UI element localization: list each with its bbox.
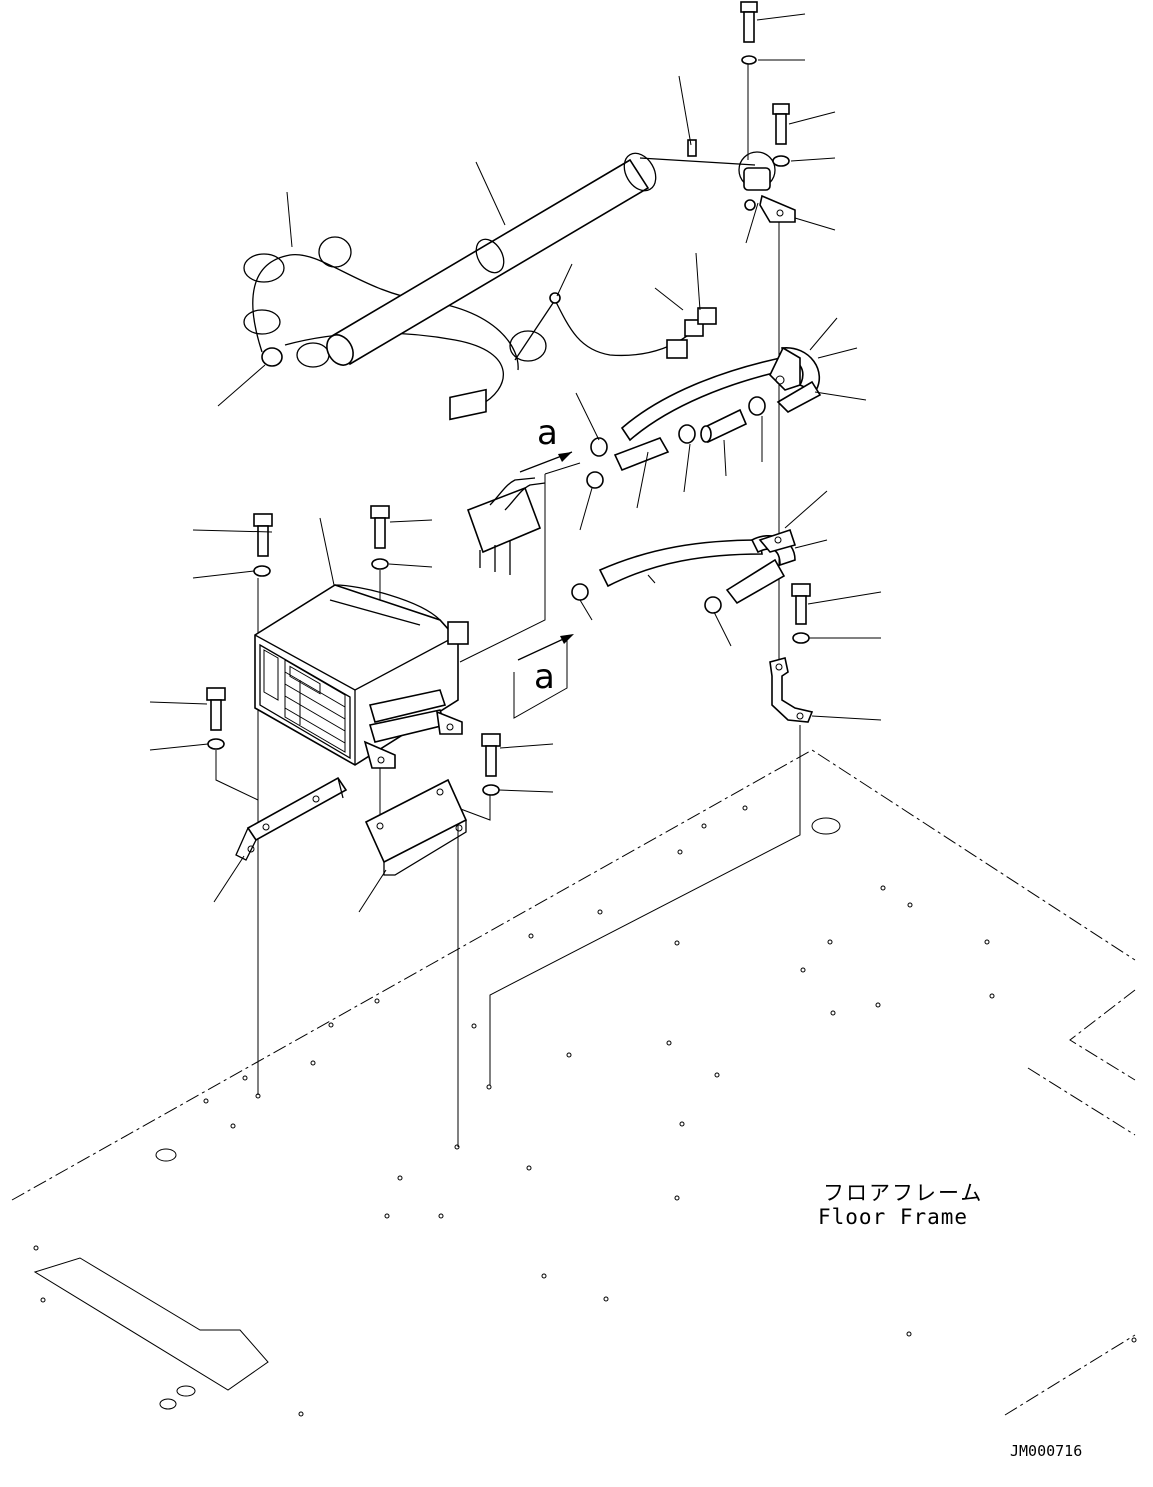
washer-bracket-left [207, 738, 225, 750]
bolt-bracket-left [206, 687, 226, 731]
view-marker-top: a [537, 413, 558, 453]
washer-right-clamp [792, 632, 810, 644]
floor-holes [33, 805, 1137, 1417]
view-marker-bottom: a [534, 657, 555, 697]
bolt-right-clamp [791, 583, 811, 625]
washer-top-1 [741, 55, 757, 65]
bolt-heater-right [370, 505, 390, 549]
bolt-top-1 [740, 1, 758, 43]
bolt-top-2 [772, 103, 790, 145]
switch-bracket-assembly [738, 151, 796, 223]
washer-heater-left [253, 565, 271, 577]
wiring-harness [243, 139, 756, 421]
conduit-tube [326, 152, 657, 366]
bolts [206, 1, 811, 796]
washer-top-2 [772, 155, 790, 167]
leader-lines [149, 13, 882, 913]
hose-piping [466, 346, 822, 605]
floor-frame-label-jp: フロアフレーム [823, 1181, 983, 1205]
bolt-bracket-mid [481, 733, 501, 777]
floor-frame [11, 749, 1137, 1417]
floor-frame-label-en: Floor Frame [818, 1205, 968, 1229]
mounting-bracket-center [364, 778, 468, 876]
drawing-number: JM000716 [1010, 1442, 1082, 1460]
bolt-heater-left [253, 513, 273, 557]
washer-bracket-mid [482, 784, 500, 796]
heater-unit [254, 584, 469, 769]
flow-arrows [517, 451, 574, 661]
mounting-bracket-left [235, 776, 348, 861]
washer-heater-right [371, 558, 389, 570]
hose-clamps [571, 396, 766, 614]
bracket-right-lower [769, 657, 814, 723]
